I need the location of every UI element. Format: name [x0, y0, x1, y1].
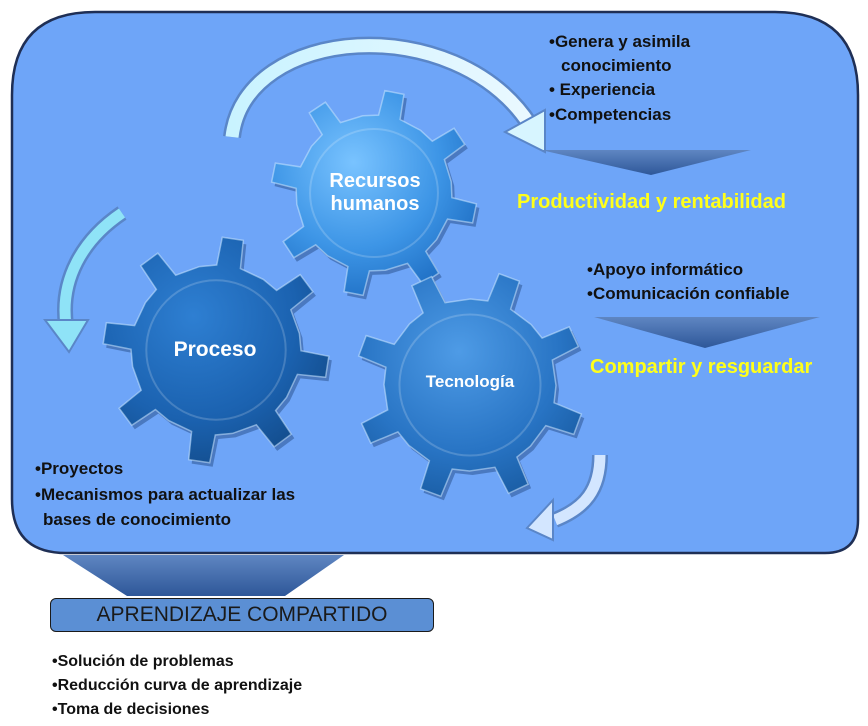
tecnologia-gear: [357, 272, 585, 501]
bottom-right-curved-arrow: [525, 454, 608, 542]
left-curved-arrow: [43, 206, 127, 354]
gear-inner-ring: [398, 313, 542, 457]
top-curved-arrow: [223, 36, 546, 154]
proceso-bullet-2: •Mecanismos para actualizar las: [35, 485, 296, 504]
result-bullet-2: •Reducción curva de aprendizaje: [52, 677, 303, 694]
recursos-bullet-2: • Experiencia: [549, 80, 656, 99]
recursos-humanos-label: Recursos humanos: [300, 170, 450, 216]
gear-body: [270, 89, 478, 297]
proceso-gear: [102, 236, 332, 467]
recursos-bullet-3: •Competencias: [549, 105, 672, 124]
result-bullet-1: •Solución de problemas: [52, 653, 234, 670]
tecnologia-bullet-1: •Apoyo informático: [587, 260, 744, 279]
gear-body: [102, 236, 330, 464]
bottom-funnel-arrow: [63, 555, 344, 596]
recursos-humanos-gear: [270, 89, 480, 300]
proceso-bullet-2-cont: bases de conocimiento: [43, 510, 231, 529]
tecnologia-label: Tecnología: [425, 372, 515, 391]
gear-inner-ring: [145, 279, 287, 421]
recursos-outcome: Productividad y rentabilidad: [517, 191, 786, 213]
recursos-outcome-funnel: [541, 150, 751, 175]
proceso-bullet-1: •Proyectos: [35, 459, 124, 478]
gear-body: [357, 272, 583, 498]
proceso-label: Proceso: [173, 338, 257, 361]
aprendizaje-compartido-box: APRENDIZAJE COMPARTIDO: [50, 598, 434, 632]
recursos-label-line2: humanos: [330, 193, 420, 215]
recursos-bullet-1: •Genera y asimila: [549, 32, 691, 51]
tecnologia-outcome: Compartir y resguardar: [590, 356, 813, 378]
result-bullet-3: •Toma de decisiones: [52, 701, 210, 718]
recursos-bullet-1-cont: conocimiento: [561, 56, 672, 75]
tecnologia-bullet-2: •Comunicación confiable: [587, 284, 790, 303]
tecnologia-outcome-funnel: [594, 317, 820, 348]
gear-inner-ring: [309, 128, 439, 258]
recursos-label-line1: Recursos: [329, 170, 421, 192]
